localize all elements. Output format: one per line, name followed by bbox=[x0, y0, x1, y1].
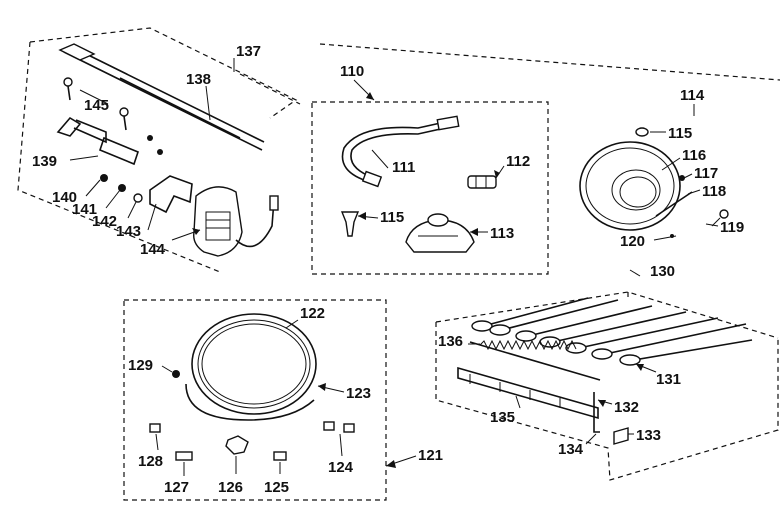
label-145: 145 bbox=[84, 97, 109, 114]
label-127: 127 bbox=[164, 479, 189, 496]
label-126: 126 bbox=[218, 479, 243, 496]
label-134: 134 bbox=[558, 441, 584, 458]
screw-part bbox=[100, 174, 108, 182]
label-110: 110 bbox=[340, 63, 364, 80]
label-115b: 115 bbox=[668, 125, 692, 142]
label-121: 121 bbox=[418, 447, 443, 464]
washer-part bbox=[635, 127, 649, 137]
label-118: 118 bbox=[702, 183, 726, 200]
label-140: 140 bbox=[52, 189, 77, 206]
group-130 bbox=[435, 291, 779, 481]
label-114: 114 bbox=[680, 87, 705, 104]
burner-ring-part bbox=[185, 313, 317, 421]
group-114 bbox=[319, 43, 781, 238]
regulator-part bbox=[405, 213, 475, 253]
group-137 bbox=[17, 27, 301, 273]
bracket-part bbox=[56, 116, 139, 166]
leader-lines bbox=[69, 58, 719, 476]
spit-rod-part bbox=[58, 43, 265, 151]
label-144: 144 bbox=[140, 241, 166, 258]
tube-coil-part bbox=[579, 141, 693, 231]
label-116: 116 bbox=[682, 147, 706, 164]
label-117: 117 bbox=[694, 165, 718, 182]
hose-part bbox=[341, 119, 455, 183]
rack-part bbox=[457, 366, 599, 420]
bracket-part bbox=[613, 427, 629, 445]
washer-part bbox=[133, 193, 143, 203]
group-110 bbox=[311, 101, 549, 275]
label-119: 119 bbox=[720, 219, 744, 236]
label-131: 131 bbox=[656, 371, 681, 388]
label-135: 135 bbox=[490, 409, 515, 426]
label-137: 137 bbox=[236, 43, 261, 60]
group-121 bbox=[123, 299, 387, 501]
label-124: 124 bbox=[328, 459, 354, 476]
label-122: 122 bbox=[300, 305, 325, 322]
label-128: 128 bbox=[138, 453, 163, 470]
label-139: 139 bbox=[32, 153, 57, 170]
label-138: 138 bbox=[186, 71, 211, 88]
arrowheads bbox=[192, 92, 644, 468]
label-132: 132 bbox=[614, 399, 639, 416]
nut-part bbox=[225, 435, 249, 455]
label-143: 143 bbox=[116, 223, 141, 240]
label-115a: 115 bbox=[380, 209, 404, 226]
label-133: 133 bbox=[636, 427, 661, 444]
spring-rod-part bbox=[469, 339, 601, 381]
label-112: 112 bbox=[506, 153, 530, 170]
motor-part bbox=[193, 186, 279, 257]
fitting-part bbox=[467, 175, 497, 189]
bolt-part bbox=[63, 77, 129, 131]
part-labels: 137 138 145 139 140 141 142 143 144 110 … bbox=[32, 43, 744, 496]
valve-part bbox=[340, 211, 360, 237]
label-142: 142 bbox=[92, 213, 117, 230]
skewer-part bbox=[471, 297, 753, 366]
label-123: 123 bbox=[346, 385, 371, 402]
label-113: 113 bbox=[490, 225, 514, 242]
label-129: 129 bbox=[128, 357, 153, 374]
label-120: 120 bbox=[620, 233, 645, 250]
label-111: 111 bbox=[392, 159, 415, 176]
motor-bracket-part bbox=[149, 175, 193, 214]
clip-part bbox=[593, 392, 600, 433]
label-141: 141 bbox=[72, 201, 97, 218]
label-130: 130 bbox=[650, 263, 675, 280]
label-125: 125 bbox=[264, 479, 289, 496]
label-136: 136 bbox=[438, 333, 463, 350]
